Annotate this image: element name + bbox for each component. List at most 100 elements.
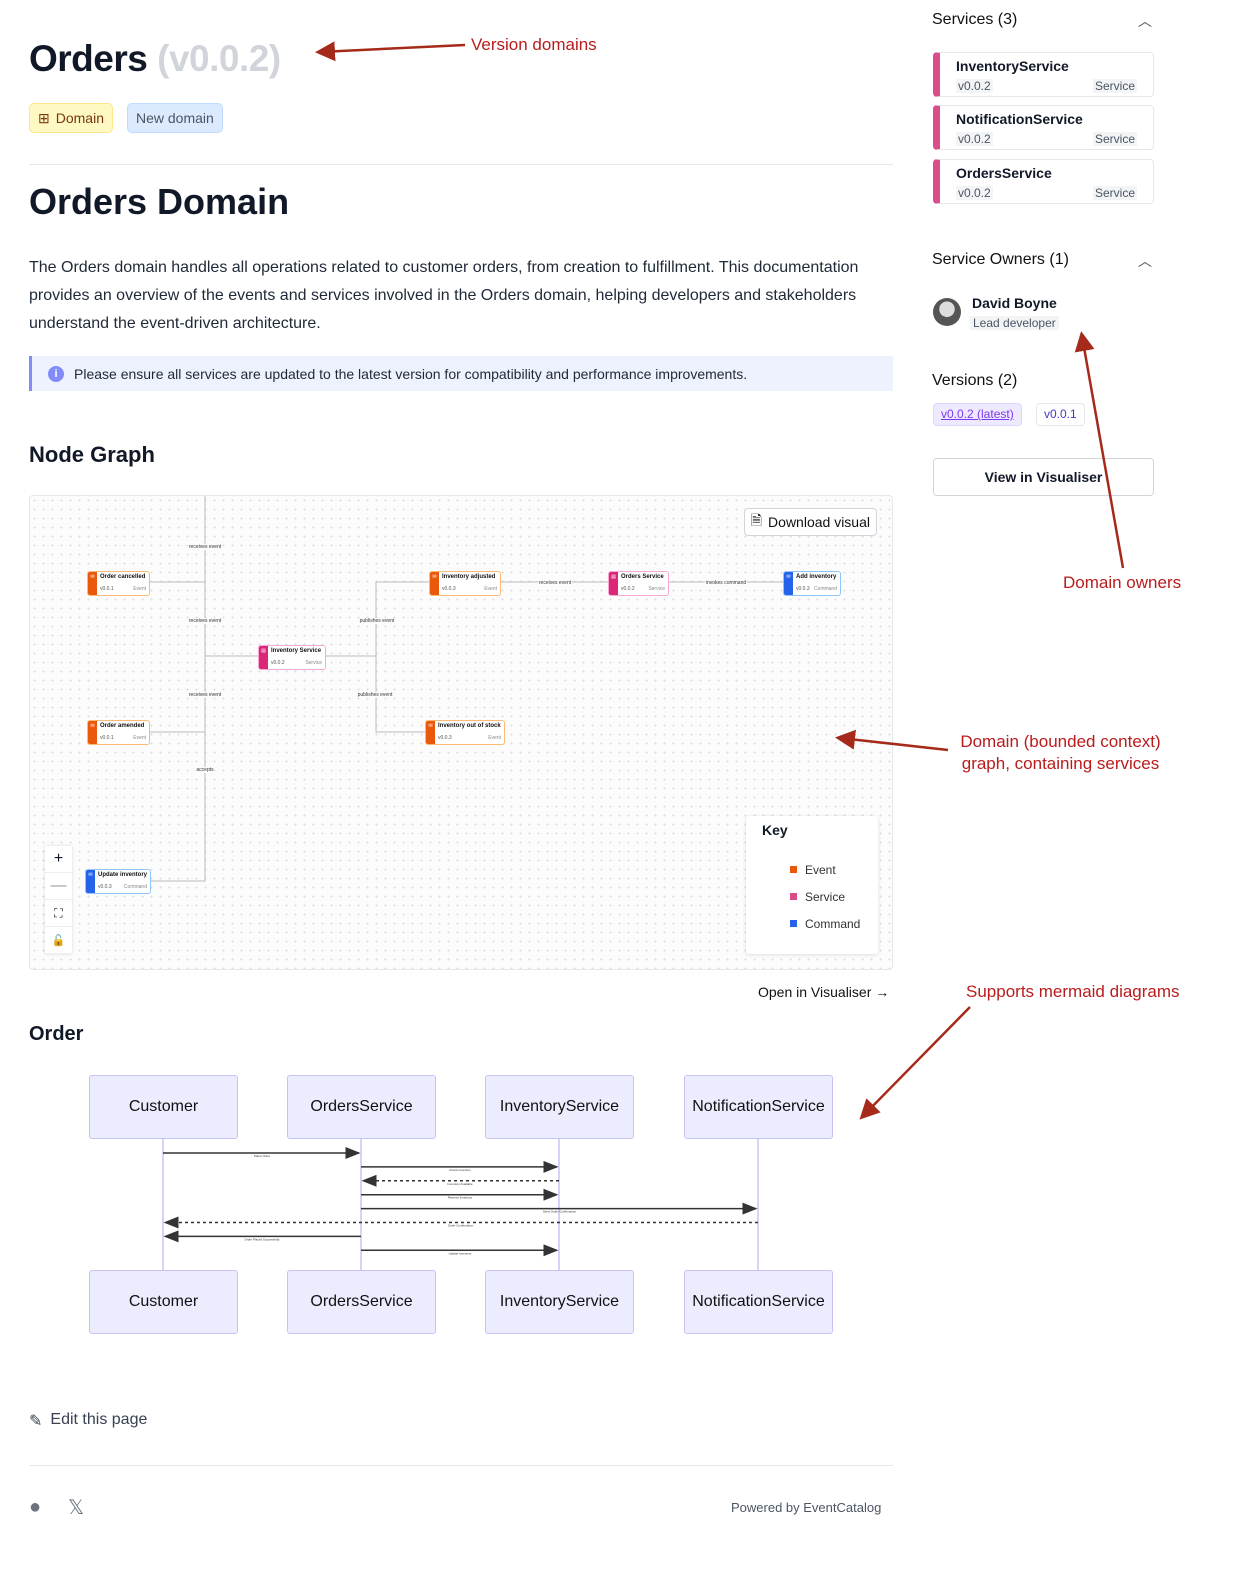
content-heading: Orders Domain (29, 181, 290, 222)
server-icon: ▤ (259, 646, 268, 669)
services-title: Services (3) (932, 11, 1018, 28)
node-name: Orders Service (621, 574, 664, 580)
badge-label: Domain (55, 110, 104, 126)
node-name: Update inventory (98, 872, 148, 878)
chevron-up-icon[interactable]: ︿ (1138, 13, 1152, 29)
annotation-arrow (315, 41, 466, 62)
file-download-icon: 🗎 (750, 512, 763, 528)
divider (29, 164, 893, 165)
lock-button[interactable]: 🔓 (45, 927, 72, 954)
edge-label: receives event (537, 580, 573, 586)
message-label: Order Placed Successfully (244, 1237, 280, 1241)
version-link-latest[interactable]: v0.0.2 (latest) (933, 403, 1022, 426)
service-type: Service (1092, 186, 1137, 200)
versions-title: Versions (2) (932, 372, 1018, 389)
edge-label: receives event (187, 544, 223, 550)
node-type: Command (123, 884, 147, 890)
info-callout: i Please ensure all services are updated … (29, 356, 893, 391)
envelope-icon: ✉ (88, 721, 97, 744)
edge-label: invokes command (704, 580, 748, 586)
key-label: Service (805, 889, 846, 904)
actor-box: InventoryService (485, 1270, 634, 1334)
node-version: v0.0.1 (100, 586, 114, 592)
node-type: Event (484, 586, 497, 592)
service-type: Service (1092, 79, 1137, 93)
edge (150, 656, 206, 733)
envelope-icon: ✉ (88, 572, 97, 595)
service-version: v0.0.2 (956, 79, 993, 93)
zoom-in-button[interactable]: + (45, 846, 72, 873)
version-text: (v0.0.2) (157, 38, 281, 79)
node-version: v0.0.2 (271, 660, 285, 666)
domain-icon: ⊞ (38, 109, 50, 126)
download-label: Download visual (768, 514, 870, 530)
edit-label: Edit this page (50, 1411, 148, 1428)
actor-box: Customer (89, 1270, 238, 1334)
key-item-event: Event (790, 856, 862, 883)
version-link[interactable]: v0.0.1 (1036, 403, 1085, 426)
envelope-icon: ✉ (86, 870, 95, 893)
node-graph[interactable]: receives event receives event receives e… (29, 495, 893, 970)
node-graph-title: Node Graph (29, 442, 155, 467)
owners-title: Service Owners (1) (932, 251, 1069, 268)
server-icon: ▤ (609, 572, 618, 595)
node-name: Inventory Service (271, 648, 322, 654)
key-item-command: Command (790, 910, 862, 937)
node-version: v0.0.2 (621, 586, 635, 592)
callout-text: Please ensure all services are updated t… (74, 365, 748, 382)
key-item-service: Service (790, 883, 862, 910)
service-version: v0.0.2 (956, 186, 993, 200)
annotation-text: Domain (bounded context) graph, containi… (960, 732, 1161, 773)
view-in-visualiser-button[interactable]: View in Visualiser (933, 458, 1154, 496)
actor-box: NotificationService (684, 1270, 833, 1334)
chevron-up-icon[interactable]: ︿ (1138, 253, 1152, 269)
node-version: v0.0.3 (442, 586, 456, 592)
node-type: Command (813, 586, 837, 592)
node-type: Event (488, 735, 501, 741)
download-visual-button[interactable]: 🗎 Download visual (743, 508, 877, 536)
envelope-icon: ✉ (426, 721, 435, 744)
edit-page-link[interactable]: ✎Edit this page (29, 1411, 147, 1431)
title-text: Orders (29, 38, 148, 79)
open-in-visualiser-link[interactable]: Open in Visualiser → (758, 984, 890, 1000)
edge-label: publishes event (358, 618, 396, 624)
actor-box: NotificationService (684, 1075, 833, 1139)
x-twitter-icon[interactable]: 𝕏 (68, 1497, 85, 1519)
powered-by: Powered by EventCatalog (731, 1500, 882, 1515)
service-type: Service (1092, 132, 1137, 146)
avatar (933, 298, 961, 326)
annotation-arrow (1074, 331, 1125, 569)
github-icon[interactable]: ● (29, 1496, 42, 1518)
node-name: Inventory adjusted (442, 574, 496, 580)
message-label: Update Inventory (449, 1251, 472, 1255)
node-version: v0.0.3 (438, 735, 452, 741)
edge-label: publishes event (356, 692, 394, 698)
node-version: v0.0.1 (100, 735, 114, 741)
info-icon: i (48, 365, 64, 382)
actor-box: OrdersService (287, 1075, 436, 1139)
owner-name[interactable]: David Boyne (972, 295, 1057, 311)
fit-view-button[interactable]: ⛶ (45, 900, 72, 927)
message-label: Inventory Available (447, 1182, 472, 1186)
annotation-text: Domain owners (1063, 573, 1182, 592)
message-label: Check Inventory (449, 1168, 471, 1172)
mermaid-title: Order (29, 1023, 84, 1045)
node-name: Order cancelled (100, 574, 146, 580)
service-name: NotificationService (956, 111, 1083, 127)
edge (375, 656, 425, 733)
command-swatch (790, 920, 797, 927)
zoom-out-button[interactable]: — (45, 873, 72, 900)
